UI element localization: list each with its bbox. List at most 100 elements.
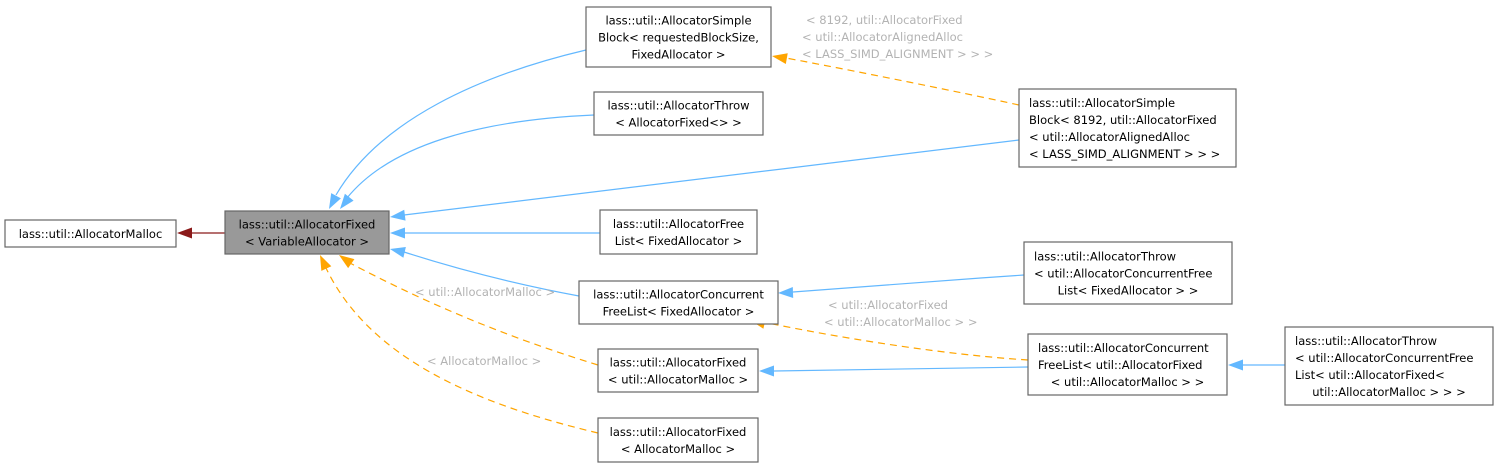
class-node-box: [224, 210, 390, 255]
class-node-label-line: lass::util::AllocatorConcurrent: [593, 288, 764, 302]
arrowhead-icon: [1228, 359, 1243, 371]
class-node-label-line: lass::util::AllocatorFree: [613, 217, 744, 231]
edge-label: < util::AllocatorMalloc >: [415, 285, 555, 299]
arrowhead-icon: [772, 53, 788, 65]
class-node-label-line: < AllocatorFixed<> >: [615, 116, 742, 130]
class-node-concurrent-util-fixed[interactable]: lass::util::AllocatorConcurrentFreeList<…: [1027, 333, 1228, 396]
class-node-box: [1284, 326, 1494, 406]
template-edge-line: [325, 267, 599, 434]
edge-simpleblock_8192-to-simpleblock_requested: [772, 53, 1020, 106]
edge-freelist_fixed-to-fixed_variable: [390, 227, 600, 239]
class-node-label-line: lass::util::AllocatorSimple: [605, 14, 751, 28]
template-edge-line: [762, 321, 1029, 361]
class-node-label-line: < util::AllocatorConcurrentFree: [1034, 267, 1212, 281]
class-node-box: [599, 209, 758, 255]
edge-label-line: < util::AllocatorMalloc >: [415, 285, 555, 299]
class-node-box: [4, 219, 177, 248]
class-node-label-line: lass::util::AllocatorMalloc: [19, 227, 163, 241]
arrowhead-icon: [390, 209, 406, 221]
inheritance-edge-line: [335, 49, 587, 196]
class-node-fixed-util-malloc[interactable]: lass::util::AllocatorFixed< util::Alloca…: [597, 348, 759, 393]
class-node-label-line: lass::util::AllocatorFixed: [610, 425, 747, 439]
class-node-label-line: FreeList< FixedAllocator >: [603, 305, 755, 319]
class-node-label-line: FixedAllocator >: [631, 48, 725, 62]
class-node-malloc[interactable]: lass::util::AllocatorMalloc: [4, 219, 177, 248]
class-node-label-line: List< FixedAllocator >: [615, 234, 742, 248]
class-node-fixed-malloc[interactable]: lass::util::AllocatorFixed< AllocatorMal…: [597, 417, 759, 463]
class-node-throw-fixed[interactable]: lass::util::AllocatorThrow< AllocatorFix…: [593, 91, 764, 136]
edge-simpleblock_requested-to-fixed_variable: [329, 49, 587, 209]
arrowhead-icon: [329, 193, 341, 209]
arrowhead-icon: [339, 255, 355, 269]
class-node-label-line: lass::util::AllocatorThrow: [1295, 334, 1437, 348]
class-node-label-line: lass::util::AllocatorFixed: [239, 218, 376, 232]
edge-label-line: < util::AllocatorFixed: [828, 298, 948, 312]
class-node-label-line: util::AllocatorMalloc > > >: [1312, 385, 1465, 399]
edge-label-line: < 8192, util::AllocatorFixed: [806, 13, 963, 27]
edge-throw_fixed-to-fixed_variable: [340, 114, 595, 209]
edge-label-line: < util::AllocatorAlignedAlloc: [802, 30, 963, 44]
edge-label: < 8192, util::AllocatorFixed< util::Allo…: [802, 13, 993, 61]
class-node-label-line: lass::util::AllocatorFixed: [610, 356, 747, 370]
class-node-label-line: lass::util::AllocatorThrow: [607, 99, 749, 113]
class-node-label-line: List< util::AllocatorFixed<: [1295, 368, 1445, 382]
template-edge-line: [785, 57, 1020, 106]
edge-label: < util::AllocatorFixed< util::AllocatorM…: [824, 298, 977, 329]
class-node-box: [593, 91, 764, 136]
class-node-label-line: FreeList< util::AllocatorFixed: [1038, 358, 1202, 372]
template-edge-line: [347, 261, 599, 366]
class-node-throw-concurrent-fixed[interactable]: lass::util::AllocatorThrow< util::Alloca…: [1284, 326, 1494, 406]
class-node-label-line: lass::util::AllocatorThrow: [1034, 250, 1176, 264]
class-node-box: [585, 6, 772, 68]
edge-fixed_util_malloc-to-fixed_variable: [339, 255, 599, 366]
arrowhead-icon: [320, 255, 332, 271]
edge-label-line: < AllocatorMalloc >: [427, 354, 541, 368]
class-node-fixed-variable[interactable]: lass::util::AllocatorFixed< VariableAllo…: [224, 210, 390, 255]
arrowhead-icon: [177, 227, 192, 239]
edge-simpleblock_8192-to-fixed_variable: [390, 139, 1020, 221]
arrowhead-icon: [778, 286, 794, 298]
edge-concurrent_fixed-to-fixed_variable: [390, 247, 580, 297]
class-node-box: [597, 417, 759, 463]
class-node-label-line: < util::AllocatorAlignedAlloc: [1029, 130, 1190, 144]
class-node-label-line: < LASS_SIMD_ALIGNMENT > > >: [1029, 147, 1220, 161]
class-node-concurrent-fixed[interactable]: lass::util::AllocatorConcurrentFreeList<…: [578, 280, 779, 325]
class-node-label-line: Block< 8192, util::AllocatorFixed: [1029, 113, 1217, 127]
inheritance-edge-line: [773, 366, 1029, 372]
arrowhead-icon: [390, 227, 405, 239]
arrowhead-icon: [759, 365, 774, 377]
class-node-label-line: Block< requestedBlockSize,: [598, 31, 759, 45]
edge-labels-layer: < util::AllocatorMalloc >< AllocatorMall…: [415, 13, 993, 368]
inheritance-edge-line: [403, 139, 1020, 216]
class-node-throw-concurrent[interactable]: lass::util::AllocatorThrow< util::Alloca…: [1023, 241, 1233, 305]
arrowhead-icon: [390, 247, 406, 258]
class-node-box: [1018, 88, 1237, 168]
edge-throw_concurrent-to-concurrent_fixed: [778, 274, 1025, 298]
class-node-label-line: lass::util::AllocatorSimple: [1029, 96, 1175, 110]
edge-label-line: < util::AllocatorMalloc > >: [824, 315, 977, 329]
class-node-label-line: < VariableAllocator >: [245, 235, 369, 249]
edge-fixed_malloc-to-fixed_variable: [320, 255, 599, 434]
class-node-box: [597, 348, 759, 393]
class-node-box: [1023, 241, 1233, 305]
edge-throw_concurrent_fixed-to-concurrent_util_fixed: [1228, 359, 1285, 371]
arrowhead-icon: [340, 193, 354, 209]
class-node-box: [578, 280, 779, 325]
edge-label-line: < LASS_SIMD_ALIGNMENT > > >: [802, 47, 993, 61]
inheritance-edge-line: [792, 274, 1025, 293]
class-node-label-line: < util::AllocatorMalloc >: [608, 373, 748, 387]
inheritance-edge-line: [403, 251, 580, 297]
edge-label: < AllocatorMalloc >: [427, 354, 541, 368]
edge-fixed_variable-to-malloc: [177, 227, 225, 239]
class-node-label-line: < util::AllocatorConcurrentFree: [1295, 351, 1473, 365]
edge-concurrent_util_fixed-to-fixed_util_malloc: [759, 365, 1029, 377]
class-node-label-line: < AllocatorMalloc >: [621, 442, 735, 456]
nodes-layer: lass::util::AllocatorMalloclass::util::A…: [4, 6, 1494, 463]
class-node-label-line: lass::util::AllocatorConcurrent: [1038, 341, 1209, 355]
class-node-label-line: List< FixedAllocator > >: [1058, 284, 1199, 298]
inheritance-edge-line: [346, 114, 595, 199]
